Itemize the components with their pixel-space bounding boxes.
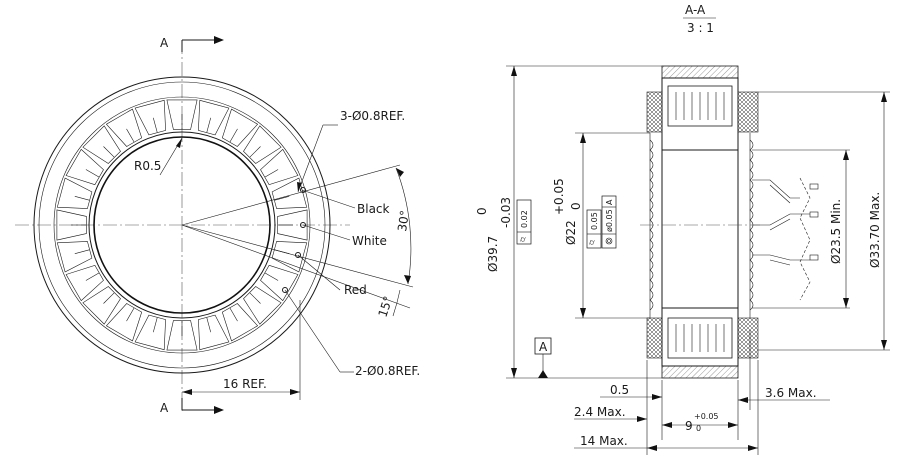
stator-slot bbox=[221, 303, 259, 342]
section-title: A-A bbox=[685, 3, 706, 17]
inner-gdt-1: 0.05 bbox=[590, 212, 599, 230]
section-scale: 3 : 1 bbox=[687, 21, 714, 35]
slot-divider bbox=[274, 196, 290, 201]
slot-divider bbox=[206, 317, 211, 333]
holes-bottom-label: 2-Ø0.8REF. bbox=[355, 364, 420, 378]
stator-slot bbox=[271, 241, 308, 273]
stator-slot bbox=[65, 148, 104, 186]
dim-14-label: 14 Max. bbox=[580, 434, 628, 448]
inner-gdt-box-1 bbox=[586, 209, 602, 249]
dim-36-label: 3.6 Max. bbox=[765, 386, 817, 400]
inner-gdt-datum: A bbox=[605, 199, 614, 205]
slot-divider bbox=[249, 146, 261, 158]
section-marker-top: A bbox=[160, 36, 169, 50]
outer-gdt-box bbox=[516, 199, 532, 245]
width-ref-label: 16 REF. bbox=[223, 377, 267, 391]
stator-slot bbox=[260, 148, 299, 186]
stator-slot bbox=[56, 241, 93, 273]
top-flange bbox=[661, 65, 739, 79]
svg-text:⌭: ⌭ bbox=[520, 235, 526, 244]
front-view: A A R0.5 3-Ø0.8REF. Black White Red bbox=[15, 36, 420, 415]
slot-divider bbox=[229, 307, 238, 322]
holes-top-label: 3-Ø0.8REF. bbox=[340, 109, 405, 123]
stator-slot bbox=[56, 209, 87, 241]
stator-slot bbox=[221, 108, 259, 147]
slot-divider bbox=[153, 117, 158, 133]
stator-slot bbox=[56, 177, 93, 209]
dim-05-label: 0.5 bbox=[610, 383, 629, 397]
slot-divider bbox=[85, 272, 100, 281]
bore-edge bbox=[93, 136, 271, 314]
dia-337-label: Ø33.70 Max. bbox=[868, 192, 882, 268]
stator-slot bbox=[271, 177, 308, 209]
slot-divider bbox=[206, 117, 211, 133]
datum-label: A bbox=[539, 340, 548, 354]
inner-gdt-2: ø0.05 bbox=[605, 209, 614, 232]
stator-slot bbox=[82, 125, 121, 164]
tooth-lines bbox=[675, 92, 725, 352]
stator-core bbox=[661, 77, 739, 367]
dia-235-label: Ø23.5 Min. bbox=[829, 199, 843, 264]
slot-divider bbox=[264, 169, 279, 178]
slot-divider bbox=[126, 128, 135, 143]
winding-tl bbox=[646, 91, 663, 133]
slot-divider bbox=[153, 317, 158, 333]
stator-slot bbox=[277, 209, 308, 241]
winding-bl bbox=[646, 317, 663, 359]
slot-divider bbox=[264, 272, 279, 281]
slot-divider bbox=[229, 128, 238, 143]
stator-slot bbox=[82, 286, 121, 325]
slot-divider bbox=[249, 292, 261, 304]
dim-9-tol-upper: +0.05 bbox=[694, 412, 719, 421]
stator-slot bbox=[166, 99, 198, 130]
bore-outer-edge bbox=[88, 131, 276, 319]
inner-tol-upper: +0.05 bbox=[552, 178, 566, 215]
section-marker-bottom: A bbox=[160, 401, 169, 415]
bottom-flange bbox=[661, 365, 739, 379]
stator-slot bbox=[260, 264, 299, 302]
outer-tol-lower: -0.03 bbox=[499, 197, 513, 228]
svg-text:⌭: ⌭ bbox=[589, 238, 595, 247]
dim-9-label: 9 bbox=[685, 419, 693, 433]
stator-slot bbox=[105, 108, 143, 147]
angle-30-label: 30° bbox=[395, 209, 412, 232]
inner-tol-lower: 0 bbox=[569, 202, 583, 210]
slot-divider bbox=[126, 307, 135, 322]
wire-pins bbox=[752, 177, 819, 301]
outer-tol-upper: 0 bbox=[475, 207, 489, 215]
stator-slots bbox=[56, 99, 308, 351]
slot-divider bbox=[74, 196, 90, 201]
dim-24-label: 2.4 Max. bbox=[574, 405, 626, 419]
stator-slot bbox=[105, 303, 143, 342]
wire-white-label: White bbox=[352, 234, 387, 248]
slot-divider bbox=[103, 292, 115, 304]
wire-black-label: Black bbox=[357, 202, 390, 216]
stator-slot bbox=[166, 320, 198, 351]
stator-slot bbox=[243, 125, 282, 164]
stator-slot bbox=[134, 314, 166, 351]
slot-divider bbox=[85, 169, 100, 178]
stator-slot bbox=[134, 99, 166, 136]
outer-ring bbox=[33, 76, 331, 374]
angle-15-label: 15° bbox=[376, 294, 396, 319]
stator-slot bbox=[65, 264, 104, 302]
radius-label: R0.5 bbox=[134, 159, 161, 173]
dim-9-tol-lower: 0 bbox=[696, 424, 701, 433]
winding-br bbox=[737, 317, 759, 359]
inner-gdt-box-2 bbox=[601, 195, 617, 249]
inner-dia-label: Ø22 bbox=[564, 220, 578, 245]
stator-slot bbox=[198, 314, 230, 351]
yoke-edge bbox=[53, 96, 311, 354]
outer-ring-inner-edge bbox=[38, 81, 326, 369]
winding-tr bbox=[737, 91, 759, 133]
slot-divider bbox=[74, 249, 90, 254]
stator-slot bbox=[198, 99, 230, 136]
wire-red-label: Red bbox=[344, 283, 367, 297]
outer-gdt-value: 0.02 bbox=[520, 210, 529, 228]
stator-slot bbox=[243, 286, 282, 325]
slot-divider bbox=[103, 146, 115, 158]
outer-dia-label: Ø39.7 bbox=[486, 236, 500, 272]
section-view: A-A 3 : 1 bbox=[475, 3, 890, 455]
